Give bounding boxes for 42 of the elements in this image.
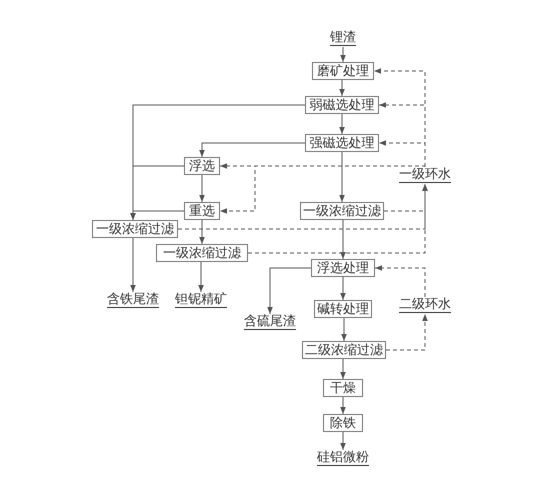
underlined-label: 二级环水 xyxy=(399,298,451,313)
underlined-label: 钽铌精矿 xyxy=(175,293,227,308)
dashed-arrow xyxy=(386,314,428,350)
flow-arrow xyxy=(130,238,136,292)
dashed-arrow xyxy=(248,184,428,254)
process-box: 重选 xyxy=(184,202,220,220)
process-box: 弱磁选处理 xyxy=(305,96,379,114)
flow-arrow xyxy=(340,276,346,300)
flow-arrow xyxy=(340,396,346,414)
dashed-arrow xyxy=(374,265,426,298)
process-box: 浮选 xyxy=(184,157,220,175)
flow-arrow xyxy=(199,142,306,158)
flow-arrow xyxy=(340,46,346,62)
process-box: 强磁选处理 xyxy=(305,134,379,152)
underlined-label: 含铁尾渣 xyxy=(107,293,159,308)
underlined-label: 锂渣 xyxy=(330,31,356,46)
flow-arrow xyxy=(198,262,204,292)
dashed-arrow xyxy=(220,166,426,214)
underlined-label: 含硫尾渣 xyxy=(244,315,296,330)
underlined-label: 一级环水 xyxy=(399,168,451,183)
process-box: 一级浓缩过滤 xyxy=(156,244,248,262)
flow-arrow xyxy=(267,268,312,314)
flow-arrow xyxy=(341,318,347,342)
process-box: 干燥 xyxy=(323,379,363,397)
flow-arrow xyxy=(199,174,205,202)
process-box: 浮选处理 xyxy=(311,259,375,277)
underlined-label: 硅铝微粉 xyxy=(317,451,369,466)
process-box: 磨矿处理 xyxy=(312,62,374,80)
flow-arrow xyxy=(340,432,346,450)
flow-arrow xyxy=(339,152,345,202)
process-box: 一级浓缩过滤 xyxy=(92,220,178,238)
flow-arrow xyxy=(339,114,345,134)
flow-arrow xyxy=(130,210,184,220)
flow-arrow xyxy=(339,80,345,96)
process-box: 除铁 xyxy=(323,414,363,432)
flow-arrow xyxy=(199,220,205,244)
process-box: 二级浓缩过滤 xyxy=(302,341,386,359)
flow-arrow xyxy=(340,220,346,260)
flow-arrow xyxy=(340,358,346,380)
process-box: 一级浓缩过滤 xyxy=(300,202,384,220)
process-box: 碱转处理 xyxy=(314,300,372,318)
dashed-arrow xyxy=(378,140,426,168)
